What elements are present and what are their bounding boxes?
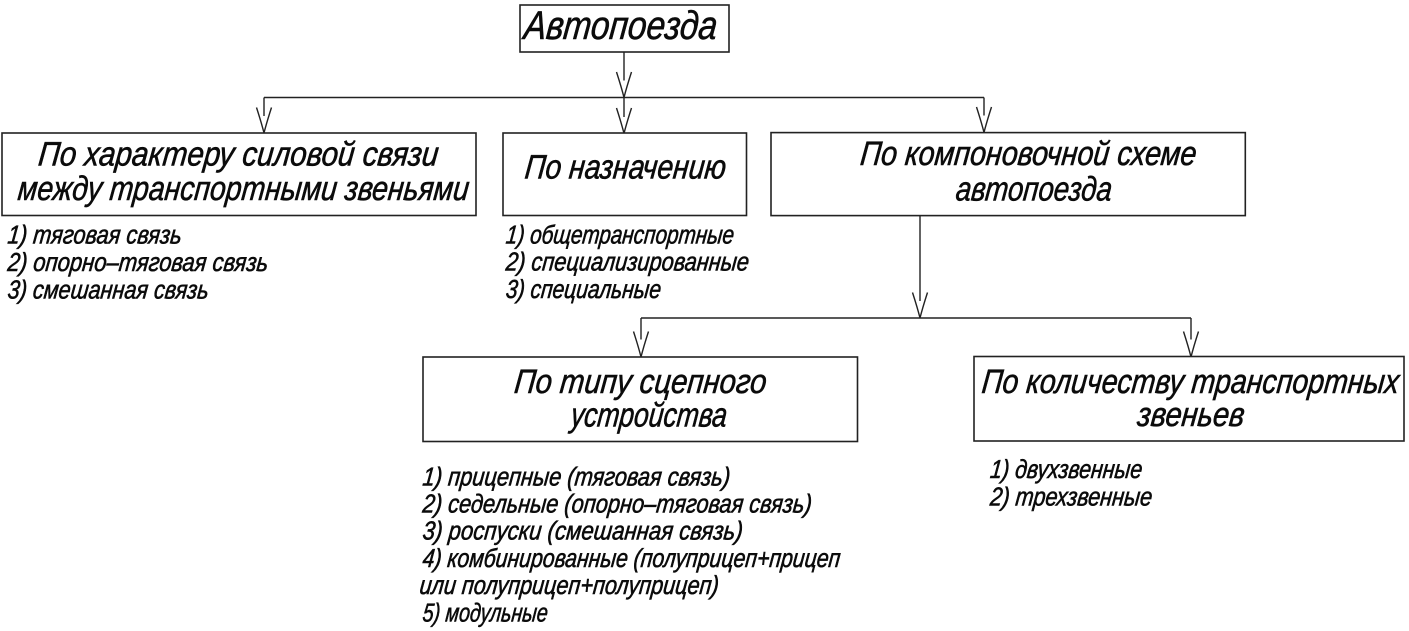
svg-text:По характеру силовой связи: По характеру силовой связи (37, 135, 441, 173)
svg-text:1) тяговая связь: 1) тяговая связь (6, 220, 183, 250)
svg-text:2) специализированные: 2) специализированные (504, 247, 751, 277)
svg-text:2) опорно–тяговая связь: 2) опорно–тяговая связь (6, 247, 270, 277)
svg-text:4) комбинированные (полуприцеп: 4) комбинированные (полуприцеп+прицеп (421, 543, 842, 573)
svg-text:звеньев: звеньев (1135, 396, 1247, 434)
svg-text:или полуприцеп+полуприцеп): или полуприцеп+полуприцеп) (418, 570, 720, 600)
svg-text:3) роспуски (смешанная связь): 3) роспуски (смешанная связь) (421, 516, 744, 546)
svg-text:По компоновочной схеме: По компоновочной схеме (859, 135, 1199, 173)
svg-text:3) специальные: 3) специальные (505, 274, 663, 304)
svg-text:устройства: устройства (568, 397, 730, 435)
svg-text:2) седельные (опорно–тяговая с: 2) седельные (опорно–тяговая связь) (421, 489, 814, 519)
svg-text:между транспортными звеньями: между транспортными звеньями (16, 170, 471, 208)
svg-text:По типу сцепного: По типу сцепного (513, 363, 769, 401)
svg-text:1) общетранспортные: 1) общетранспортные (505, 220, 736, 250)
svg-text:По количеству транспортных: По количеству транспортных (980, 363, 1403, 401)
svg-text:1) двухзвенные: 1) двухзвенные (989, 454, 1144, 484)
svg-text:5) модульные: 5) модульные (421, 597, 549, 627)
svg-text:1) прицепные (тяговая связь): 1) прицепные (тяговая связь) (421, 461, 732, 491)
svg-text:3) смешанная связь: 3) смешанная связь (6, 274, 210, 304)
svg-text:Автопоезда: Автопоезда (520, 4, 719, 48)
svg-text:автопоезда: автопоезда (954, 171, 1114, 209)
svg-text:По назначению: По назначению (523, 149, 728, 187)
svg-text:2) трехзвенные: 2) трехзвенные (988, 481, 1154, 511)
